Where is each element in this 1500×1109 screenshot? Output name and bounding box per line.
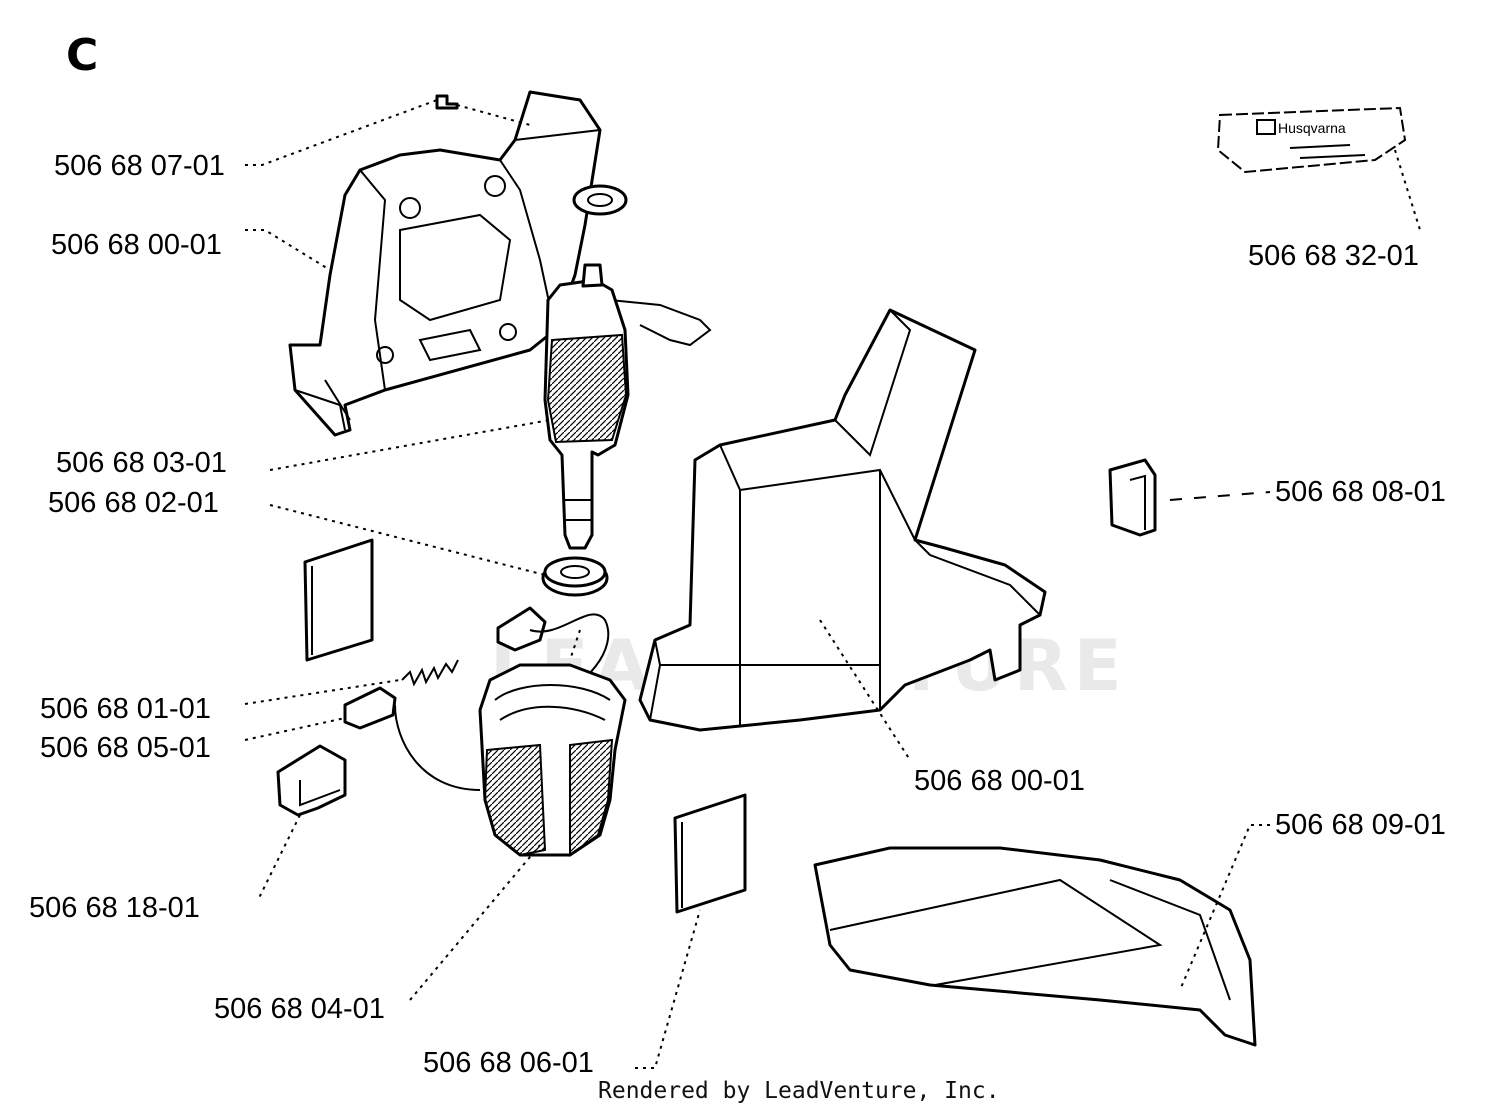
- part-label-506-68-00-01-lower: 506 68 00-01: [914, 765, 1085, 797]
- left-plate-drawing: [303, 538, 374, 662]
- part-label-506-68-18-01: 506 68 18-01: [29, 892, 200, 924]
- part-label-506-68-32-01: 506 68 32-01: [1248, 240, 1419, 272]
- stator-drawing: [394, 663, 627, 857]
- part-label-506-68-03-01: 506 68 03-01: [56, 447, 227, 479]
- part-label-506-68-00-01-upper: 506 68 00-01: [51, 229, 222, 261]
- lower-housing-drawing: [638, 308, 1047, 732]
- guard-drawing: [813, 846, 1257, 1047]
- part-label-506-68-02-01: 506 68 02-01: [48, 487, 219, 519]
- part-label-506-68-08-01: 506 68 08-01: [1275, 476, 1446, 508]
- decal-brand-text: Husqvarna: [1278, 120, 1346, 136]
- part-label-506-68-01-01: 506 68 01-01: [40, 693, 211, 725]
- spring-drawing: [401, 659, 459, 687]
- credit-text: Rendered by LeadVenture, Inc.: [598, 1078, 1000, 1104]
- brush-holder-drawing: [496, 606, 610, 691]
- part-label-506-68-09-01: 506 68 09-01: [1275, 809, 1446, 841]
- part-label-506-68-05-01: 506 68 05-01: [40, 732, 211, 764]
- section-letter: C: [66, 30, 98, 81]
- clip-drawing: [276, 744, 347, 817]
- bearing-drawing: [541, 556, 609, 597]
- armature-drawing: [543, 263, 630, 550]
- switch-drawing: [1108, 458, 1157, 537]
- part-label-506-68-06-01: 506 68 06-01: [423, 1047, 594, 1079]
- leader-lines: [244, 99, 1421, 1069]
- part-label-506-68-04-01: 506 68 04-01: [214, 993, 385, 1025]
- brush-bracket-drawing: [343, 686, 397, 730]
- part-label-506-68-07-01: 506 68 07-01: [54, 150, 225, 182]
- screw-drawing: [435, 94, 459, 110]
- upper-housing-drawing: [288, 90, 712, 437]
- bottom-plate-drawing: [673, 793, 747, 914]
- decal-badge-drawing: Husqvarna: [1216, 106, 1407, 174]
